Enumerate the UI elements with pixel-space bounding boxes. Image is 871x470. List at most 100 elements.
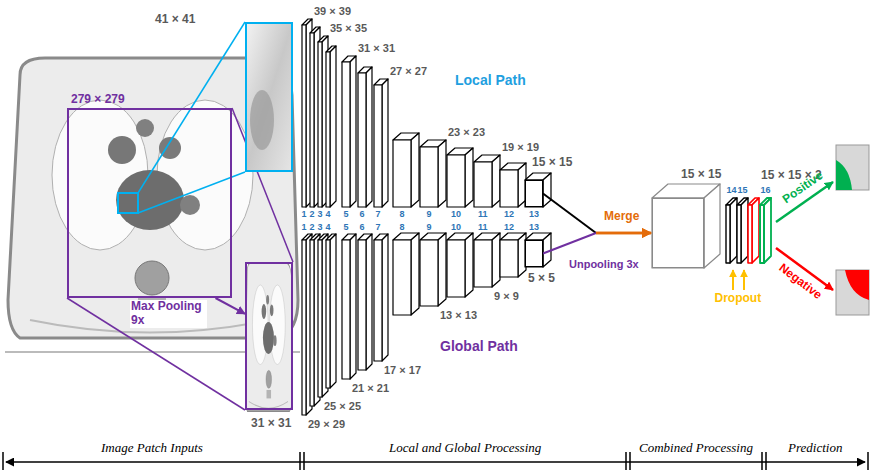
negative-region xyxy=(836,270,869,300)
connector-label: Max Pooling 9x xyxy=(130,300,207,328)
connector xyxy=(216,298,246,314)
dimension-label: 23 × 23 xyxy=(448,126,485,139)
layer-number: 12 xyxy=(504,209,514,219)
projection-line xyxy=(138,172,245,213)
projection-line xyxy=(67,298,245,410)
stage-label: Image Patch Inputs xyxy=(101,441,203,456)
dimension-label: 41 × 41 xyxy=(155,12,195,26)
timeline xyxy=(6,461,865,463)
connector-label: Unpooling 3x xyxy=(568,258,640,271)
dimension-label: 13 × 13 xyxy=(440,309,477,322)
dimension-label: 5 × 5 xyxy=(528,271,555,285)
layer-number: 3 xyxy=(318,222,323,232)
connector-line xyxy=(543,233,596,254)
layer-block xyxy=(420,233,446,306)
stage-label: Prediction xyxy=(788,441,842,456)
input-image-box: 279 × 279 xyxy=(67,108,232,298)
layer-block xyxy=(500,233,526,277)
connector xyxy=(543,233,651,254)
dimension-label: 15 × 15 xyxy=(681,167,721,181)
layer-block xyxy=(342,234,356,379)
stage-label: Combined Processing xyxy=(639,441,753,456)
layer-number: 10 xyxy=(451,222,461,232)
dimension-label: 279 × 279 xyxy=(71,92,125,106)
layer-number: 7 xyxy=(376,209,381,219)
connector-label: Merge xyxy=(603,210,640,224)
dimension-label: 19 × 19 xyxy=(502,141,539,154)
layer-number: 8 xyxy=(400,209,405,219)
layer-number: 12 xyxy=(504,222,514,232)
connector-line xyxy=(543,194,596,234)
dropout-label: Dropout xyxy=(715,292,762,306)
stage-label: Local and Global Processing xyxy=(389,441,541,456)
layer-block xyxy=(393,233,419,315)
layer-block xyxy=(374,234,388,361)
negative-tile xyxy=(836,270,869,315)
local-patch: 41 × 41 xyxy=(245,22,293,172)
layer-block xyxy=(358,67,372,207)
connector xyxy=(543,194,651,234)
dimension-label: 9 × 9 xyxy=(494,290,519,303)
layer-block xyxy=(737,198,748,263)
layer-number: 9 xyxy=(427,209,432,219)
output-layer: 15 × 15 × 2 xyxy=(760,205,764,263)
layer-number: 15 xyxy=(738,185,748,195)
layer-number: 5 xyxy=(344,209,349,219)
layer-number: 6 xyxy=(360,209,365,219)
dropout-arrow xyxy=(732,270,734,290)
layer-block xyxy=(525,233,551,267)
local-patch-marker xyxy=(118,193,138,213)
path-title: Local Path xyxy=(455,72,526,88)
merge-arrow xyxy=(596,232,651,235)
layer-number: 13 xyxy=(529,209,539,219)
global-patch: 31 × 31 xyxy=(245,262,293,410)
local-patch-image xyxy=(250,90,274,150)
layer-block xyxy=(474,233,500,287)
dimension-label: 15 × 15 xyxy=(532,155,572,169)
dimension-label: 21 × 21 xyxy=(352,382,389,395)
layer-number: 10 xyxy=(451,209,461,219)
layer-block xyxy=(447,233,473,297)
layer-number: 1 xyxy=(302,209,307,219)
dimension-label: 25 × 25 xyxy=(324,400,361,413)
layer-number: 4 xyxy=(326,222,331,232)
class-label: Negative xyxy=(776,261,824,302)
layer-block xyxy=(326,46,336,207)
layer-block xyxy=(342,56,356,207)
layer-number: 16 xyxy=(761,185,771,195)
dimension-label: 31 × 31 xyxy=(251,416,291,430)
layer-block xyxy=(474,155,500,207)
positive-tile xyxy=(836,145,869,190)
layer-number: 2 xyxy=(310,222,315,232)
layer-number: 6 xyxy=(360,222,365,232)
dimension-label: 27 × 27 xyxy=(390,65,427,78)
local-patch-image xyxy=(245,22,293,172)
layer-number: 11 xyxy=(478,222,488,232)
layer-block xyxy=(374,79,388,207)
positive-region xyxy=(836,160,852,190)
layer-block xyxy=(748,198,759,263)
dimension-label: 29 × 29 xyxy=(308,418,345,431)
dimension-label: 17 × 17 xyxy=(384,364,421,377)
dimension-label: 31 × 31 xyxy=(358,42,395,55)
global-patch-image xyxy=(245,263,292,411)
layer-number: 14 xyxy=(727,185,737,195)
layer-block xyxy=(652,184,720,268)
layer-block xyxy=(326,234,336,388)
dimension-label: 35 × 35 xyxy=(330,22,367,35)
layer-block xyxy=(760,198,771,263)
layer-number: 9 xyxy=(427,222,432,232)
connector-line xyxy=(216,298,246,314)
layer-block xyxy=(420,140,446,207)
dimension-label: 39 × 39 xyxy=(314,5,351,18)
layer-number: 11 xyxy=(478,209,488,219)
dropout-arrow xyxy=(743,270,745,290)
layer-number: 8 xyxy=(400,222,405,232)
layer-number: 2 xyxy=(310,209,315,219)
merge-arrow xyxy=(596,232,651,235)
layer-number: 7 xyxy=(376,222,381,232)
global-output-layer: 5 × 5 xyxy=(525,240,543,267)
